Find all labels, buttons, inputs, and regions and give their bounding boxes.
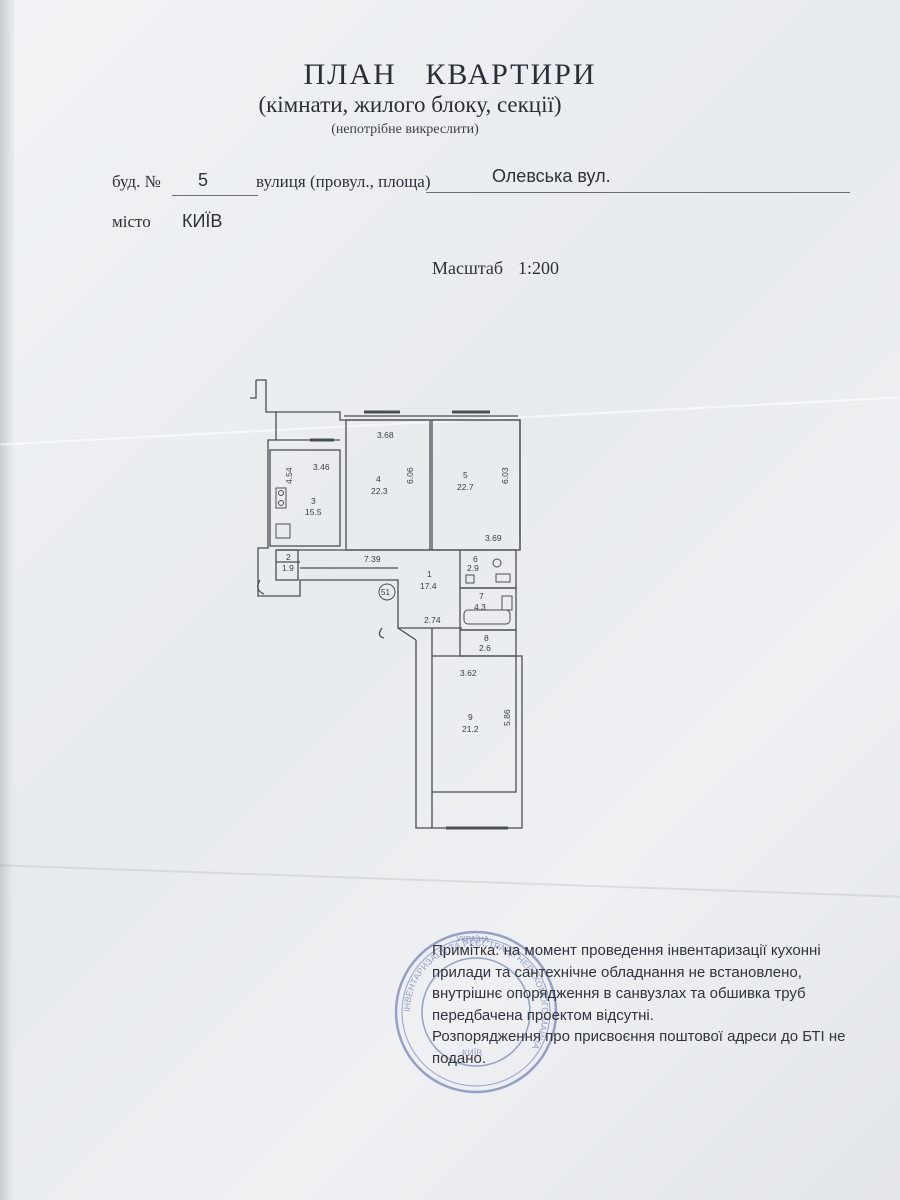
- washbasin-icon: [501, 595, 513, 611]
- stamp-center-text: КИЇВ: [462, 1048, 482, 1058]
- room5-wall: [431, 419, 521, 551]
- dim-label: 2.74: [424, 615, 441, 625]
- room-area: 15.5: [305, 507, 322, 517]
- dim-label: 3.68: [377, 430, 394, 440]
- outer-wall: [250, 380, 257, 399]
- room-number: 9: [468, 712, 473, 722]
- city-label: місто: [112, 212, 151, 231]
- building-label: буд. №: [112, 172, 161, 191]
- toilet-icon: [492, 558, 502, 568]
- room-area: 22.7: [457, 482, 474, 492]
- room-area: 2.9: [467, 563, 479, 573]
- room-area: 21.2: [462, 724, 479, 734]
- room-area: 2.6: [479, 643, 491, 653]
- room-area: 22.3: [371, 486, 388, 496]
- dim-label: 6.06: [405, 467, 415, 484]
- apartment-number-marker: 51: [378, 583, 396, 601]
- inventory-note: Примітка: на момент проведення інвентари…: [432, 940, 852, 1069]
- room-number: 4: [376, 474, 381, 484]
- sink-icon: [495, 573, 511, 583]
- dim-label: 3.62: [460, 668, 477, 678]
- entry-wall: [397, 627, 417, 641]
- scale-label: Масштаб: [432, 258, 504, 278]
- scale-value: 1:200: [518, 258, 560, 278]
- bathtub-icon: [463, 609, 511, 625]
- room-area: 17.4: [420, 581, 437, 591]
- note-line: подано.: [432, 1049, 487, 1067]
- strike-note: (непотрібне викреслити): [331, 122, 479, 137]
- building-number: 5: [198, 170, 209, 190]
- door-arc: [257, 579, 265, 595]
- room2-wall: [275, 549, 299, 581]
- room-number: 3: [311, 496, 316, 506]
- paper-edge: [0, 0, 14, 1200]
- hall-wall: [268, 579, 462, 629]
- room-number: 7: [479, 591, 484, 601]
- document-subtitle: (кімнати, жилого блоку, секції): [258, 92, 562, 117]
- note-line: внутрішнє опорядження в санвузлах та обш…: [432, 985, 806, 1002]
- street-underline: [426, 192, 850, 193]
- building-underline: [172, 195, 258, 196]
- stove-icon: [275, 487, 287, 509]
- street-value: Олевська вул.: [492, 166, 611, 186]
- note-line: прилади та сантехнічне обладнання не вст…: [432, 963, 802, 981]
- kitchen-wall: [269, 449, 341, 547]
- dim-label: 7.39: [364, 554, 381, 564]
- room-area: 1.9: [282, 563, 294, 573]
- city-value: КИЇВ: [182, 211, 223, 231]
- dim-label: 6.03: [500, 467, 510, 484]
- room-number: 5: [463, 470, 468, 480]
- note-line: Розпорядження про присвоєння поштової ад…: [432, 1028, 846, 1045]
- stamp-top-text: УКРАЇНА: [456, 935, 490, 944]
- svg-text:51: 51: [381, 588, 390, 597]
- outer-wall: [276, 411, 521, 550]
- outer-wall: [415, 640, 432, 829]
- room-number: 1: [427, 569, 432, 579]
- door-arc: [378, 627, 385, 639]
- washer-icon: [465, 574, 475, 584]
- document-title: ПЛАН КВАРТИРИ: [303, 58, 597, 91]
- room-number: 8: [484, 633, 489, 643]
- room-number: 2: [286, 552, 291, 562]
- outer-wall: [256, 379, 277, 597]
- outer-wall: [431, 655, 523, 829]
- dim-label: 3.46: [313, 462, 330, 472]
- note-line: передбачена проектом відсутні.: [432, 1006, 654, 1024]
- dim-label: 3.69: [485, 533, 502, 543]
- note-line: Примітка: на момент проведення інвентари…: [432, 942, 821, 959]
- dim-label: 4.54: [284, 467, 294, 484]
- sink-icon: [275, 523, 291, 539]
- dim-label: 5.86: [502, 709, 512, 726]
- street-label: вулиця (провул., площа): [256, 172, 431, 191]
- room9-wall: [431, 628, 517, 793]
- official-stamp: ІНВЕНТАРИЗАЦІЇ ТА РЕЄСТРАЦІЇ НЕРУХОМОГО …: [394, 930, 558, 1094]
- room-area: 4.3: [474, 602, 486, 612]
- room-number: 6: [473, 554, 478, 564]
